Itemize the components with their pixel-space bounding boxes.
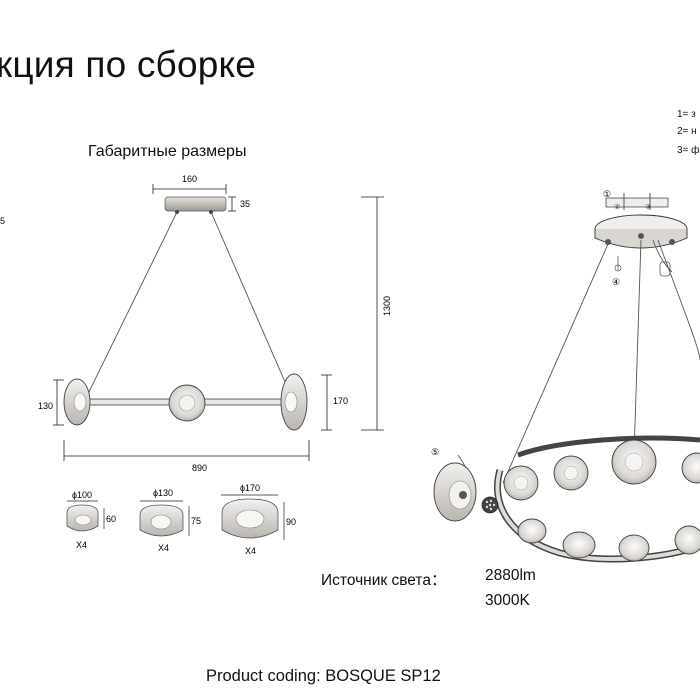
light-source-label: Источник света： [321, 572, 447, 589]
edge-dimension-fragment: 5 [0, 216, 6, 226]
front-view-drawing: 160 35 1300 130 [38, 174, 392, 473]
suspension-cable-right [210, 211, 293, 399]
shade-2-qty: X4 [158, 543, 169, 553]
ring-disc [618, 534, 650, 562]
legend-item-1: 1= з [677, 109, 696, 120]
step-5-marker: ⑤ [431, 447, 439, 457]
shade-3-qty: X4 [245, 546, 256, 556]
step-4-marker: ④ [612, 277, 620, 287]
product-coding: Product coding: BOSQUE SP12 [206, 667, 441, 685]
assembly-ring-back [517, 435, 700, 458]
assembly-cable-right [657, 239, 700, 361]
shade-2-depth: 75 [191, 516, 201, 526]
shade-3-depth: 90 [286, 517, 296, 527]
ring-disc [562, 531, 596, 559]
svg-text:③: ③ [645, 203, 651, 211]
assembly-illustration: ① ② ③ ④ [431, 189, 700, 563]
legend-item-3: 3= ф [677, 145, 700, 156]
dim-left-disc-height: 130 [38, 401, 53, 411]
step-1-marker: ① [603, 189, 611, 199]
shade-2-diameter: ɸ130 [153, 488, 173, 498]
ring-disc [517, 518, 547, 544]
shade-sizes: ɸ100 60 X4 ɸ130 75 X4 ɸ170 90 X4 [66, 483, 296, 556]
suspension-cable-left [85, 211, 178, 399]
shade-1-depth: 60 [106, 514, 116, 524]
assembly-cable-left [502, 243, 609, 484]
dim-total-height: 1300 [382, 296, 392, 316]
dim-canopy-width: 160 [182, 174, 197, 184]
light-source-lumen: 2880lm [485, 567, 536, 584]
page-title: кция по сборке [0, 44, 257, 85]
dim-total-width: 890 [192, 463, 207, 473]
ring-disc [681, 452, 700, 484]
shade-3-diameter: ɸ170 [240, 483, 260, 493]
shade-1-diameter: ɸ100 [72, 490, 92, 500]
svg-text:②: ② [614, 203, 620, 211]
assembly-cable-center [633, 239, 642, 456]
dim-right-disc-height: 170 [333, 396, 348, 406]
mounting-bracket [605, 197, 669, 208]
canopy [164, 196, 227, 212]
legend-item-2: 2= н [677, 126, 697, 137]
shade-1-qty: X4 [76, 540, 87, 550]
light-source-kelvin: 3000K [485, 592, 530, 609]
dim-canopy-height: 35 [240, 199, 250, 209]
dimensions-title: Габаритные размеры [88, 143, 247, 160]
ring-disc [674, 525, 700, 555]
